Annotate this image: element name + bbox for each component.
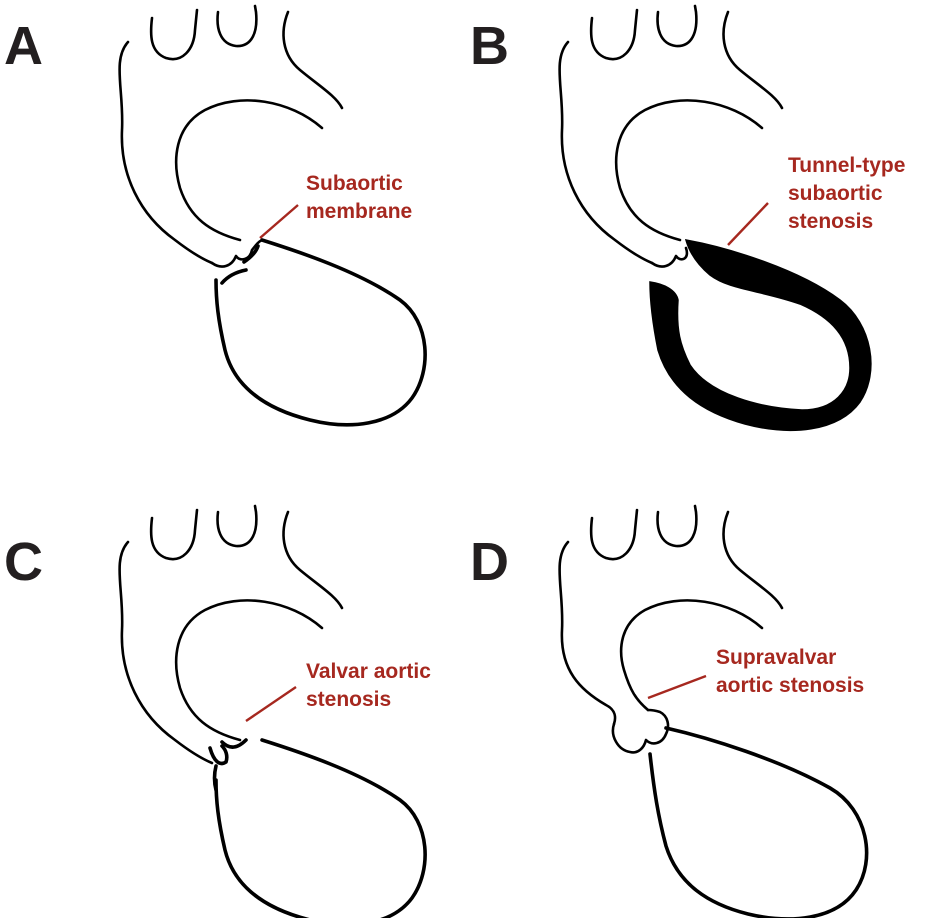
panel-d-label: Supravalvar aortic stenosis bbox=[716, 646, 864, 697]
panel-c: C Valvar aortic stenosis bbox=[4, 506, 437, 918]
panel-a: A Subaortic membrane bbox=[4, 6, 425, 425]
panel-d-heart bbox=[560, 506, 867, 918]
panel-b-letter: B bbox=[470, 16, 509, 76]
panel-a-letter: A bbox=[4, 16, 43, 76]
panel-a-leader-line bbox=[260, 205, 298, 238]
panel-a-label: Subaortic membrane bbox=[306, 172, 412, 223]
panel-b-leader-line bbox=[728, 203, 768, 245]
panel-d: D Supravalvar aortic stenosis bbox=[470, 506, 867, 918]
panel-c-leader-line bbox=[246, 687, 296, 721]
panel-b: B Tunnel-type subaortic stenosis bbox=[470, 6, 911, 430]
panel-c-label: Valvar aortic stenosis bbox=[306, 660, 437, 711]
panel-d-leader-line bbox=[648, 676, 706, 698]
panel-b-label: Tunnel-type subaortic stenosis bbox=[788, 154, 911, 233]
panel-c-heart bbox=[120, 506, 426, 918]
panel-c-letter: C bbox=[4, 532, 43, 592]
panel-d-letter: D bbox=[470, 532, 509, 592]
